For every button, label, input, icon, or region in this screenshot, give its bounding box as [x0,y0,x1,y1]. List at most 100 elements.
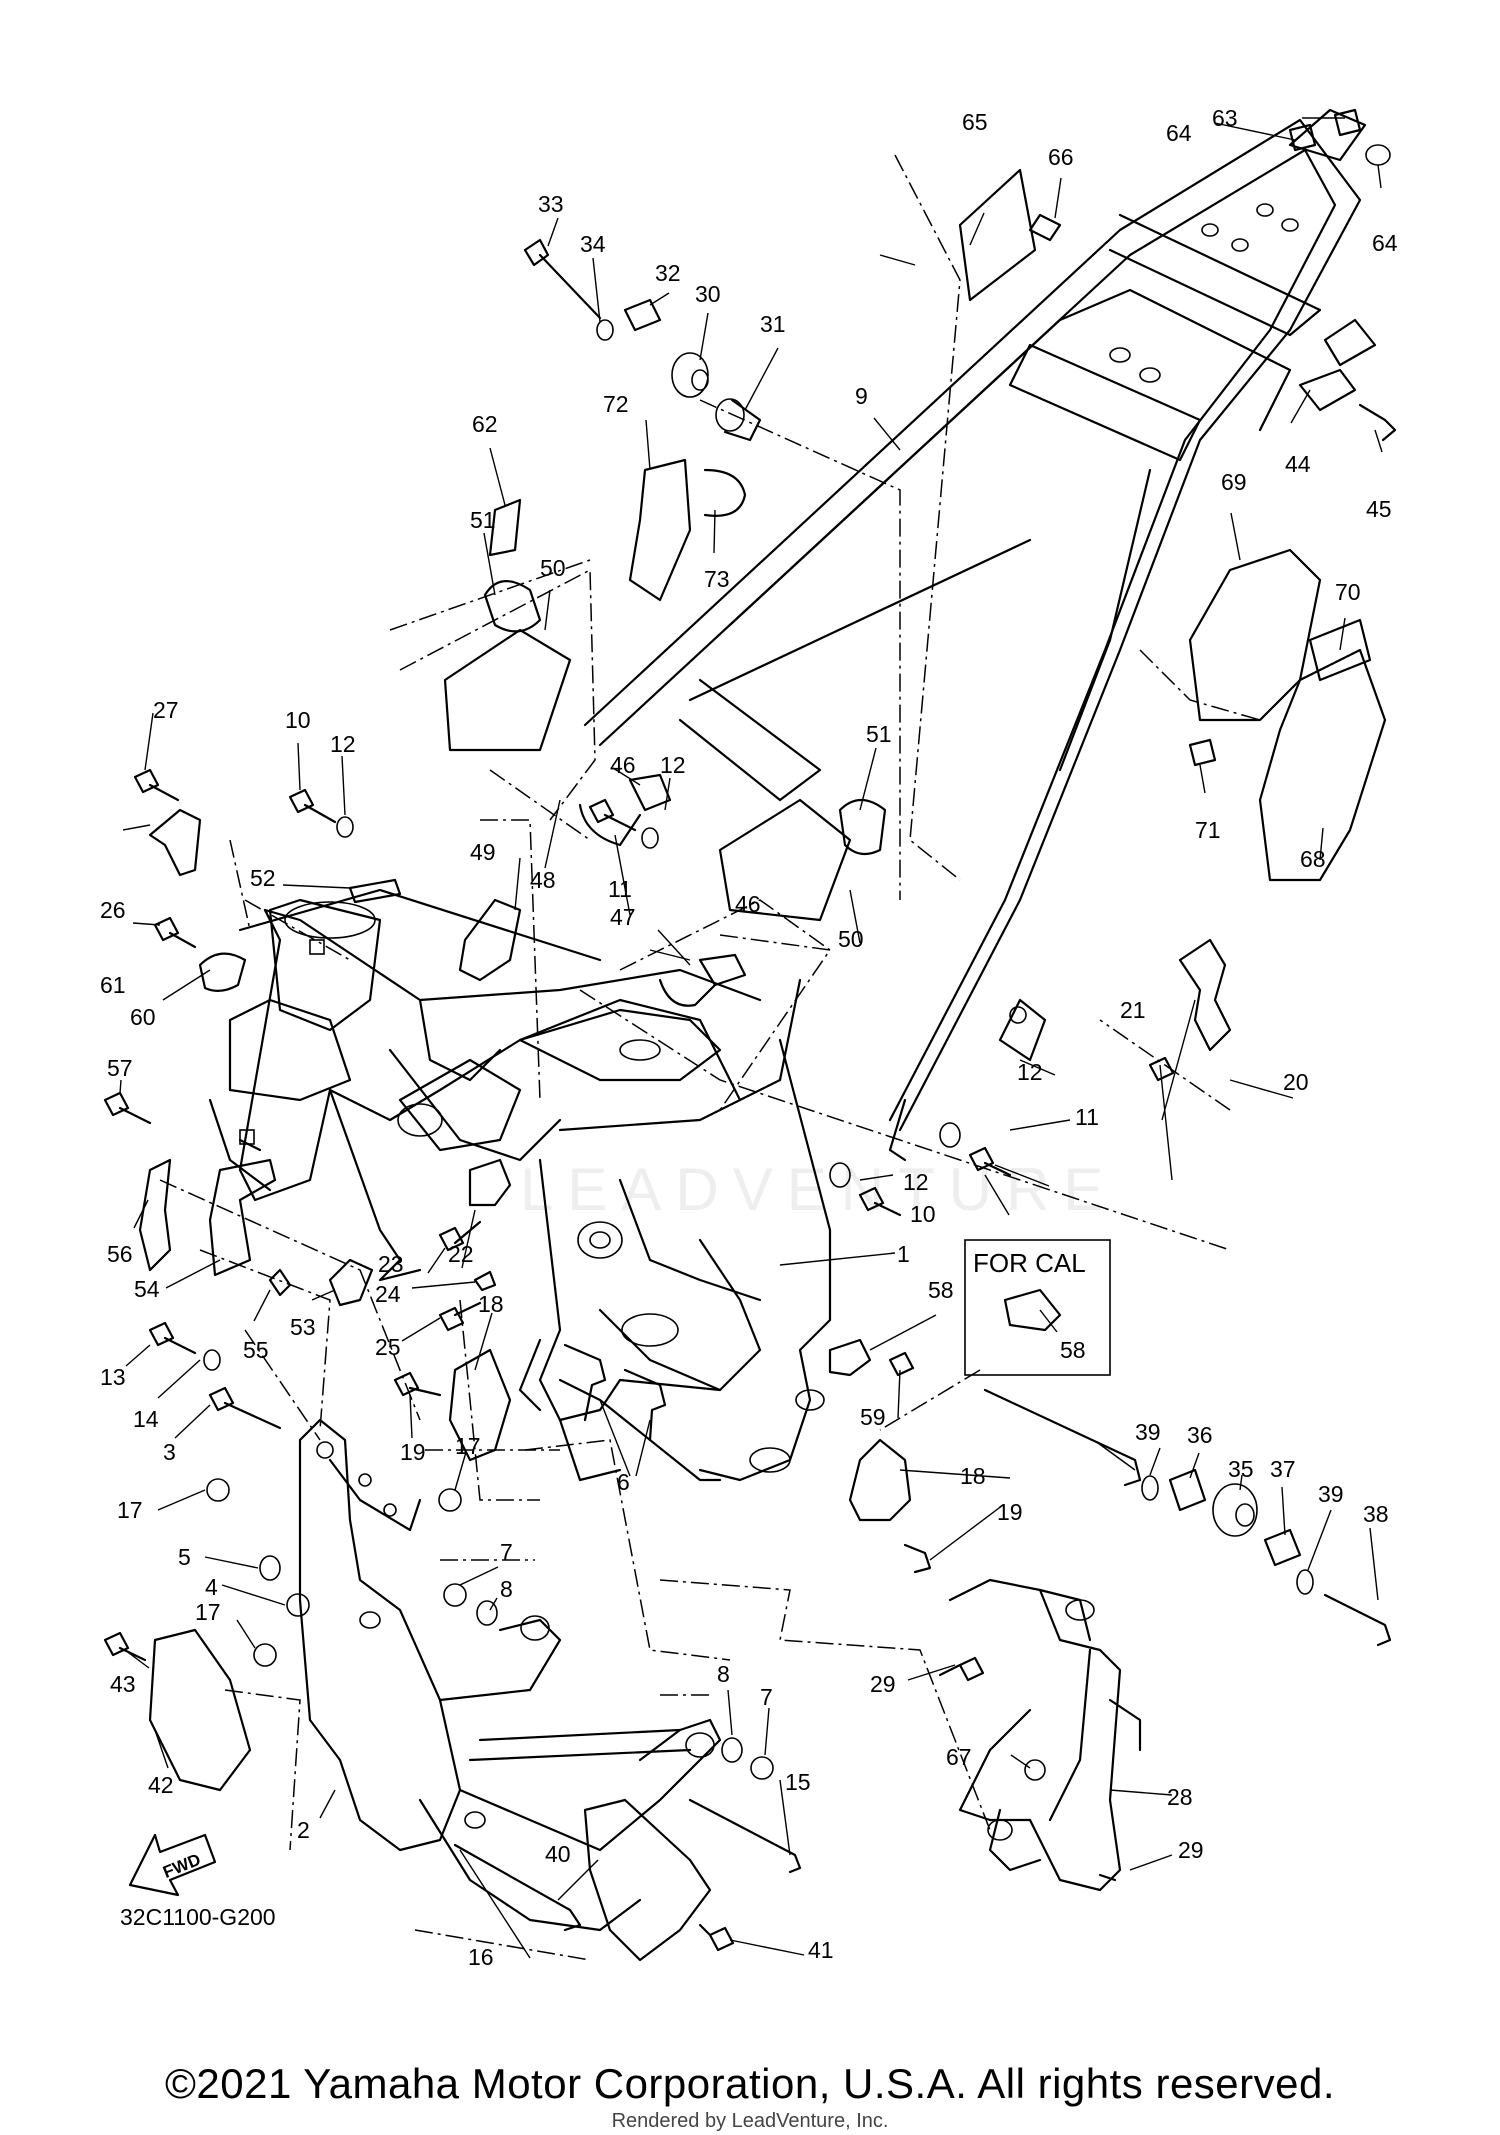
label-49: 49 [470,839,496,865]
label-15: 15 [785,1769,811,1795]
bracket-22 [468,1158,512,1207]
label-19b: 19 [997,1499,1023,1525]
main-frame [238,888,832,1482]
part-62 [488,498,522,557]
rear-bracket [948,1578,1142,1892]
guard-42 [148,1628,252,1792]
clip-73 [703,468,747,517]
label-51a: 51 [470,507,496,533]
bracket-26 [148,808,202,877]
label-36: 36 [1187,1422,1213,1448]
label-31: 31 [760,311,786,337]
label-29b: 29 [1178,1837,1204,1863]
label-12d: 12 [1017,1059,1043,1085]
label-47: 47 [610,904,636,930]
cover-69 [1188,548,1322,722]
label-12c: 12 [903,1169,929,1195]
label-41: 41 [808,1937,834,1963]
label-46b: 46 [735,891,761,917]
label-68: 68 [1300,846,1326,872]
guide-49 [458,898,522,982]
label-39b: 39 [1318,1481,1344,1507]
label-39a: 39 [1135,1419,1161,1445]
label-10a: 10 [285,707,311,733]
label-17b: 17 [117,1497,143,1523]
label-45: 45 [1366,496,1392,522]
holder-46b [658,953,747,1007]
label-2: 2 [297,1817,310,1843]
label-8b: 8 [717,1661,730,1687]
label-72: 72 [603,391,629,417]
label-43: 43 [110,1671,136,1697]
label-23: 23 [378,1251,404,1277]
watermark: LEADVENTURE [520,1156,1117,1223]
fasteners [103,108,1397,1952]
label-5: 5 [178,1544,191,1570]
label-27: 27 [153,697,179,723]
label-46a: 46 [610,752,636,778]
plate-53 [328,1258,374,1307]
label-60: 60 [130,1004,156,1030]
bracket-58 [828,1338,872,1377]
label-11a: 11 [608,876,632,902]
label-64a: 64 [1166,120,1192,146]
label-7a: 7 [500,1539,513,1565]
label-34: 34 [580,231,606,257]
label-70: 70 [1335,579,1361,605]
label-37: 37 [1270,1456,1296,1482]
label-6: 6 [617,1469,630,1495]
label-18a: 18 [478,1291,504,1317]
label-1: 1 [897,1241,910,1267]
holder-46a [578,773,672,847]
label-73: 73 [704,566,730,592]
label-3: 3 [163,1439,176,1465]
label-63: 63 [1212,105,1238,131]
label-17c: 17 [195,1599,221,1625]
assembly-lines [159,154,1261,1961]
cover-68 [1258,648,1387,882]
label-62: 62 [472,411,498,437]
diagram-code: 32C1100-G200 [120,1904,276,1930]
label-20: 20 [1283,1069,1309,1095]
label-42: 42 [148,1772,174,1798]
guard-40 [583,1798,712,1962]
label-16: 16 [468,1944,494,1970]
label-50b: 50 [838,926,864,952]
label-67: 67 [946,1744,972,1770]
label-17a: 17 [455,1433,481,1459]
label-18b: 18 [960,1463,986,1489]
label-61: 61 [100,972,126,998]
label-57: 57 [107,1055,133,1081]
label-12a: 12 [660,752,686,778]
label-66: 66 [1048,144,1074,170]
plate-52 [348,878,402,904]
label-19a: 19 [400,1439,426,1465]
label-33: 33 [538,191,564,217]
label-58a: 58 [928,1277,954,1303]
fwd-label: FWD [160,1850,203,1882]
label-26: 26 [100,897,126,923]
label-7b: 7 [760,1684,773,1710]
label-65: 65 [962,109,988,135]
callout-label: FOR CAL [973,1248,1086,1278]
label-13: 13 [100,1364,126,1390]
callout-box [964,1239,1111,1376]
label-71: 71 [1195,817,1221,843]
lower-bracket [298,1418,722,1932]
clip-51-left [483,580,542,633]
fwd-arrow: FWD [128,1833,217,1897]
label-14: 14 [133,1406,159,1432]
label-55: 55 [243,1337,269,1363]
label-38: 38 [1363,1501,1389,1527]
label-11b: 11 [1075,1104,1099,1130]
label-9: 9 [855,383,868,409]
label-53: 53 [290,1314,316,1340]
bracket-20 [1178,938,1232,1052]
label-24: 24 [375,1281,401,1307]
label-25: 25 [375,1334,401,1360]
label-28: 28 [1167,1784,1193,1810]
label-35: 35 [1228,1456,1254,1482]
clip-51-right [838,798,887,856]
leader-lines [119,117,1383,1959]
